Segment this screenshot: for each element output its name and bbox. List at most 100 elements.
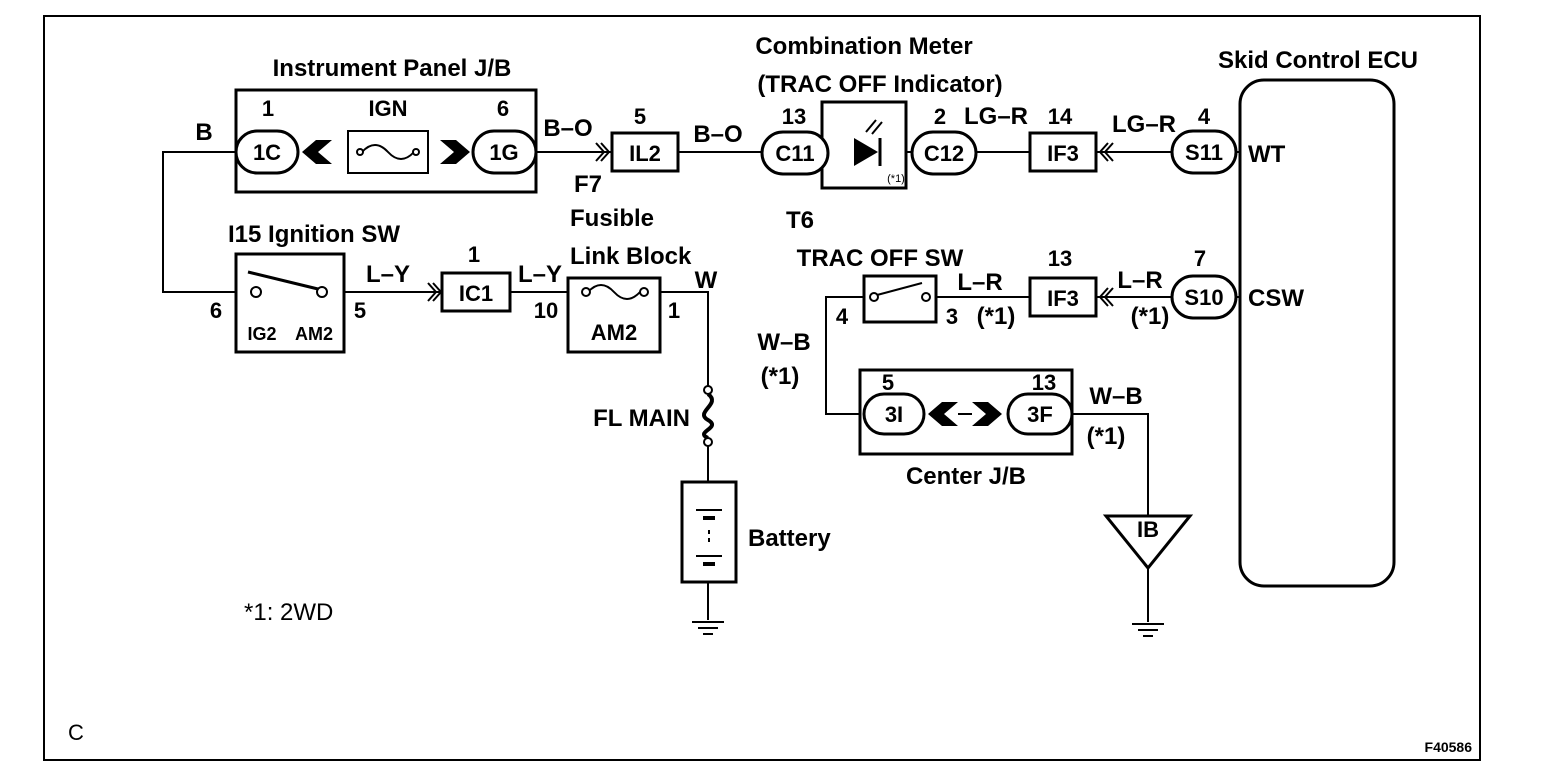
pin-1c: 1 bbox=[262, 96, 274, 121]
connector-1g bbox=[471, 129, 538, 175]
trac-sw-code: T6 bbox=[786, 207, 814, 234]
wire-lr-1-label: L–R bbox=[957, 269, 1002, 296]
fl-main-terminal-bottom bbox=[703, 437, 713, 447]
wire-bo-1-label: B–O bbox=[543, 115, 592, 142]
fusible-link-label: Fusible bbox=[570, 205, 654, 232]
wire-wb-1-note: (*1) bbox=[761, 363, 800, 390]
wire-w-label: W bbox=[695, 267, 718, 294]
pin-am2-1: 1 bbox=[668, 298, 680, 323]
footnote: *1: 2WD bbox=[244, 599, 333, 626]
fuse-icon bbox=[361, 144, 415, 160]
wire-bo-2-label: B–O bbox=[693, 121, 742, 148]
pin-3f: 13 bbox=[1032, 370, 1056, 395]
indicator-note: (*1) bbox=[887, 173, 905, 185]
trac-sw-contact-right bbox=[921, 292, 931, 302]
pin-s11: 4 bbox=[1198, 104, 1211, 129]
page-letter: C bbox=[68, 720, 84, 745]
fl-main-label: FL MAIN bbox=[593, 405, 690, 432]
pin-s10: 7 bbox=[1194, 246, 1206, 271]
ignition-sw-am2: AM2 bbox=[295, 324, 333, 344]
connector-c12 bbox=[910, 130, 978, 176]
connector-ic1-label: IC1 bbox=[459, 281, 493, 306]
wire-wb-2-label: W–B bbox=[1089, 383, 1142, 410]
pin-ic1-10: 10 bbox=[534, 298, 558, 323]
combination-meter-sublabel: (TRAC OFF Indicator) bbox=[757, 71, 1002, 98]
connector-s11-label: S11 bbox=[1185, 140, 1223, 165]
ground-icon-2 bbox=[1132, 623, 1164, 637]
wire-w bbox=[660, 291, 709, 386]
connector-s11 bbox=[1170, 129, 1238, 175]
pin-sw-6: 6 bbox=[210, 298, 222, 323]
connector-if3-mid bbox=[1028, 276, 1098, 318]
fuse-terminal-right bbox=[412, 148, 420, 156]
wire-lgr-2-label: LG–R bbox=[1112, 111, 1176, 138]
connector-3f-label: 3F bbox=[1027, 402, 1053, 427]
plug-icon-il2 bbox=[595, 142, 606, 162]
wire-lr-1-note: (*1) bbox=[977, 303, 1016, 330]
wire-lr-2-note: (*1) bbox=[1131, 303, 1170, 330]
fuse-ign-label: IGN bbox=[368, 96, 407, 121]
center-jb-label: Center J/B bbox=[906, 463, 1026, 490]
pin-sw-5: 5 bbox=[354, 298, 366, 323]
switch-arm-icon bbox=[247, 270, 319, 291]
fl-main-terminal-top bbox=[703, 385, 713, 395]
wire-wb-1-label: W–B bbox=[757, 329, 810, 356]
led-ray-1 bbox=[865, 119, 877, 133]
chevron-right-icon-center bbox=[972, 402, 1002, 426]
combination-meter-label: Combination Meter bbox=[755, 33, 972, 60]
connector-3f bbox=[1006, 392, 1074, 436]
connector-il2 bbox=[610, 131, 680, 173]
wire-ly-1-label: L–Y bbox=[366, 261, 410, 288]
plug-icon-if3-mid-b bbox=[1103, 287, 1114, 307]
fuse-am2-terminal-right bbox=[639, 287, 649, 297]
plug-icon-ic1 bbox=[427, 282, 438, 302]
pin-3i: 5 bbox=[882, 370, 894, 395]
wires bbox=[162, 151, 1240, 622]
connector-il2-label: IL2 bbox=[629, 141, 661, 166]
switch-contact-ig2 bbox=[250, 286, 262, 298]
connector-3i-label: 3I bbox=[885, 402, 903, 427]
wire-wb-2-note: (*1) bbox=[1087, 423, 1126, 450]
fuse-terminal-left bbox=[356, 148, 364, 156]
wire-b bbox=[162, 151, 236, 293]
connector-1c-label: 1C bbox=[253, 140, 281, 165]
wire-ly-2-label: L–Y bbox=[518, 261, 562, 288]
chevron-right-icon bbox=[440, 140, 470, 164]
pin-if3-top: 14 bbox=[1048, 104, 1073, 129]
pin-ic1-1: 1 bbox=[468, 242, 480, 267]
ecu-pin-csw: CSW bbox=[1248, 285, 1304, 312]
pin-il2: 5 bbox=[634, 104, 646, 129]
plug-icon-if3-mid bbox=[1098, 287, 1109, 307]
connector-c11 bbox=[760, 130, 830, 176]
trac-switch-arm-icon bbox=[876, 282, 923, 296]
ground-point-ib bbox=[1102, 514, 1194, 571]
fusible-link-sublabel: Link Block bbox=[570, 243, 692, 270]
pin-trac-4: 4 bbox=[836, 304, 849, 329]
instrument-panel-jb-label: Instrument Panel J/B bbox=[273, 55, 512, 82]
fuse-am2-terminal-left bbox=[581, 287, 591, 297]
connector-if3-top-label: IF3 bbox=[1047, 141, 1079, 166]
ecu-pin-wt: WT bbox=[1248, 141, 1286, 168]
connector-s10 bbox=[1170, 274, 1238, 320]
connector-if3-mid-label: IF3 bbox=[1047, 286, 1079, 311]
connector-s10-label: S10 bbox=[1184, 285, 1223, 310]
wire-wb-2 bbox=[1072, 413, 1149, 516]
pin-c12: 2 bbox=[934, 104, 946, 129]
wire-lgr-1-label: LG–R bbox=[964, 103, 1028, 130]
plug-icon-if3-top-b bbox=[1103, 142, 1114, 162]
plug-icon-if3-top bbox=[1098, 142, 1109, 162]
wire-lr-2-label: L–R bbox=[1117, 267, 1162, 294]
fusible-link-icon bbox=[702, 392, 714, 440]
led-icon bbox=[854, 138, 878, 166]
connector-3i bbox=[862, 392, 926, 436]
switch-contact-am2 bbox=[316, 286, 328, 298]
connector-c12-label: C12 bbox=[924, 141, 964, 166]
wire-b-label: B bbox=[195, 119, 212, 146]
chevron-left-icon-center bbox=[928, 402, 958, 426]
connector-1c bbox=[234, 129, 300, 175]
trac-sw-contact-left bbox=[869, 292, 879, 302]
pin-1g: 6 bbox=[497, 96, 509, 121]
ground-point-ib-label: IB bbox=[1137, 517, 1159, 542]
ignition-sw-ig2: IG2 bbox=[247, 324, 276, 344]
